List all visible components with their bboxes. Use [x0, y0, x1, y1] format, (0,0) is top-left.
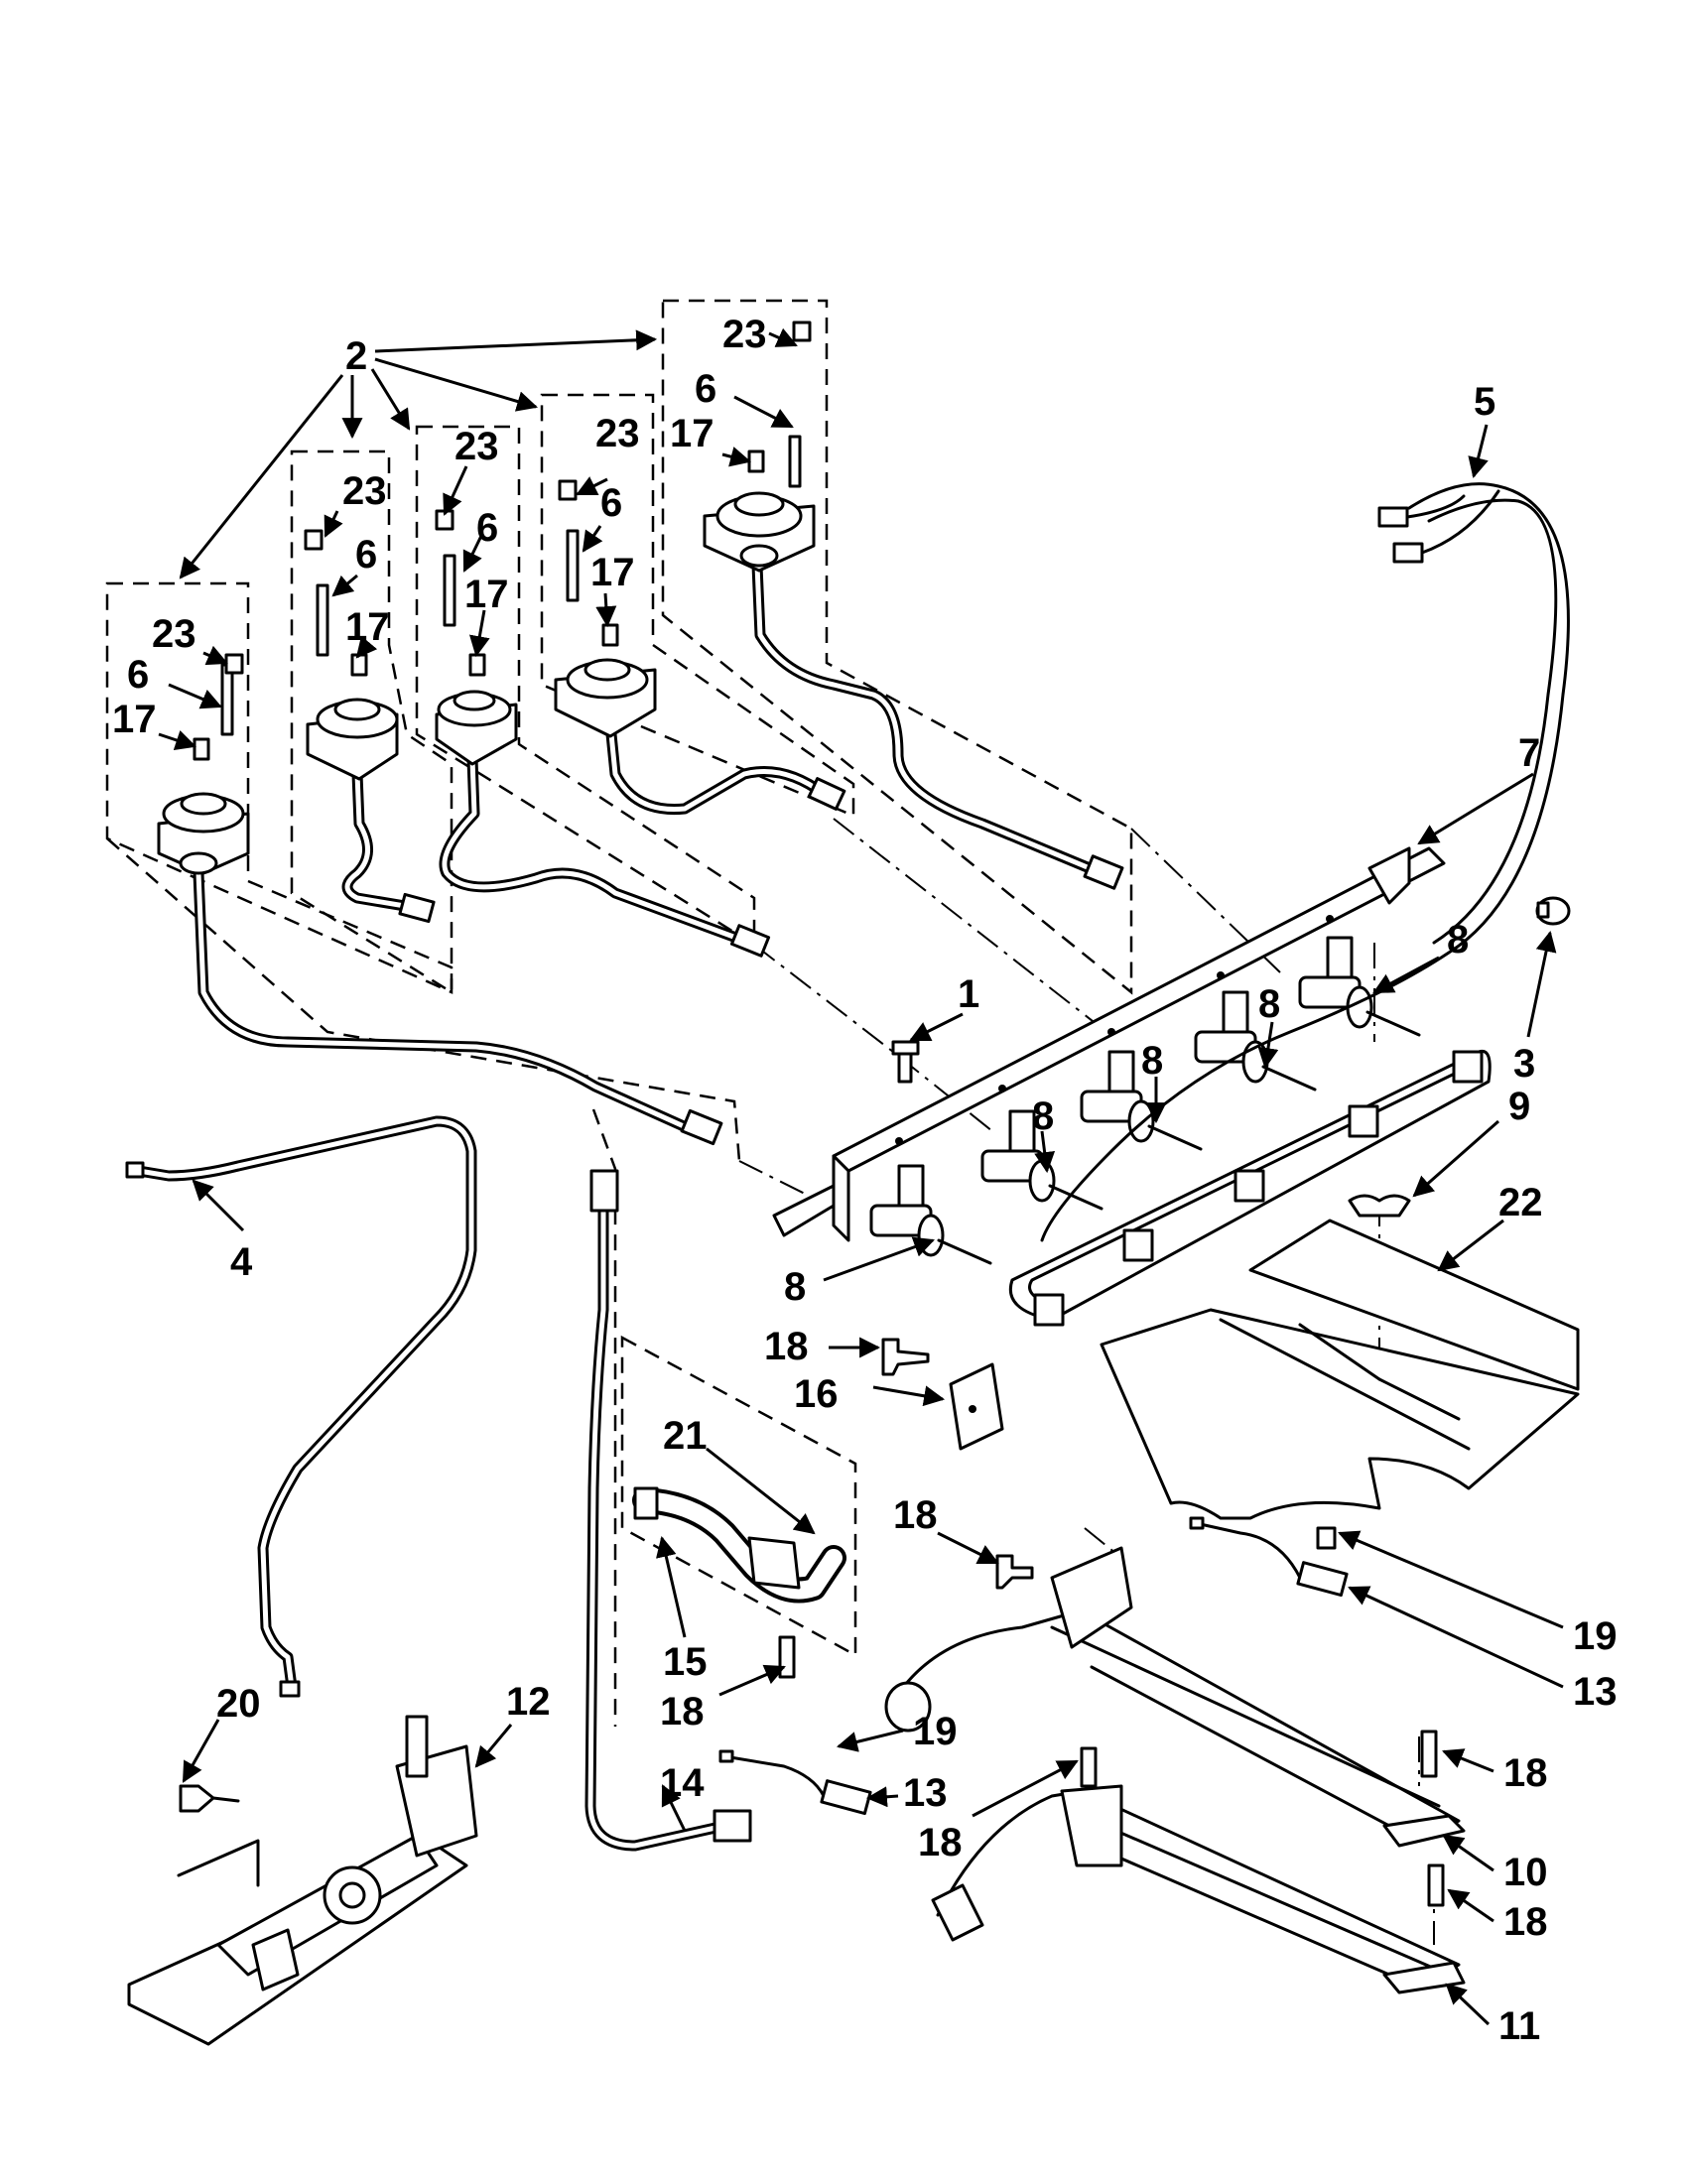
assembly-box-fifth — [661, 299, 1133, 995]
callout-15: 15 — [663, 1640, 708, 1684]
callout-3: 3 — [1513, 1042, 1535, 1086]
callout-6-third: 6 — [476, 506, 498, 550]
burner-gas-tubes — [193, 560, 1107, 1137]
assembly-box-link-left — [106, 837, 741, 1162]
callout-18-right-lower: 18 — [1503, 1900, 1548, 1944]
screw-23-fifth — [792, 321, 812, 342]
callout-17-fourth: 17 — [590, 551, 635, 594]
callout-21: 21 — [663, 1414, 708, 1458]
callout-1: 1 — [958, 972, 979, 1016]
callout-6-left: 6 — [127, 653, 149, 697]
callout-17-third: 17 — [464, 573, 509, 616]
igniter-wire-loop — [1009, 1049, 1492, 1327]
regulator-assembly-12 — [127, 1715, 478, 2046]
callout-23-second: 23 — [342, 469, 387, 513]
callout-17-second: 17 — [345, 605, 390, 649]
callout-13-lower: 13 — [903, 1771, 948, 1815]
callout-2: 2 — [345, 334, 367, 378]
screw-17-second — [350, 653, 368, 677]
callout-18-upper: 18 — [764, 1325, 809, 1368]
callout-12: 12 — [506, 1680, 551, 1724]
burner-base-left — [157, 653, 250, 875]
callout-10: 10 — [1503, 1851, 1548, 1894]
fitting-20 — [179, 1784, 240, 1813]
burner-assembly-boxes — [105, 299, 1133, 1727]
wing-nut-9 — [1348, 1194, 1411, 1218]
electrode-6-fifth — [788, 435, 802, 488]
callout-18-lower-middle: 18 — [918, 1821, 963, 1864]
igniters-13 — [718, 1516, 1349, 1816]
screw-23-fourth — [558, 479, 578, 501]
burner-base-third — [435, 509, 518, 766]
callout-17-left: 17 — [112, 698, 157, 741]
screw-23-left — [224, 653, 244, 675]
tube-fittings — [398, 777, 1124, 1146]
callout-5: 5 — [1474, 380, 1495, 424]
callout-8-a: 8 — [1447, 918, 1469, 962]
burner-base-second — [304, 529, 399, 781]
assembly-box-link-pipe — [591, 1108, 617, 1727]
callout-19-lower: 19 — [913, 1710, 958, 1753]
assembly-box-fourth — [540, 393, 855, 818]
harness-connector-a — [1377, 506, 1409, 528]
callout-8-d: 8 — [1032, 1094, 1054, 1138]
screw-17-fourth — [601, 623, 619, 647]
sensor-tube-4 — [125, 1115, 477, 1698]
bake-burner-10 — [884, 1546, 1466, 1848]
burner-base-fourth — [554, 479, 657, 738]
gas-manifold-7 — [772, 846, 1446, 1242]
callout-8-b: 8 — [1258, 982, 1280, 1026]
bracket-16 — [949, 1362, 1004, 1451]
assembly-box-third — [415, 425, 756, 948]
callout-6-fifth: 6 — [695, 367, 716, 411]
callout-labels: 2 23 6 17 23 6 17 23 6 17 23 6 17 23 6 1… — [112, 313, 1618, 2048]
callout-18-valve-bottom: 18 — [660, 1690, 705, 1734]
callout-23-third: 23 — [454, 425, 499, 468]
electrode-6-third — [443, 554, 456, 627]
wire-harness-5 — [1040, 482, 1570, 1242]
callout-leaders — [158, 327, 1564, 2026]
callout-8-c: 8 — [1141, 1039, 1163, 1083]
callout-9: 9 — [1508, 1085, 1530, 1128]
electrode-6-fourth — [566, 529, 580, 602]
callout-16: 16 — [794, 1372, 839, 1416]
callout-23-fourth: 23 — [595, 412, 640, 455]
knob-3 — [1535, 896, 1571, 926]
heat-shield-22 — [1100, 1219, 1580, 1520]
broil-burner-11 — [931, 1784, 1466, 1994]
callout-11: 11 — [1498, 2004, 1540, 2048]
callout-19-upper: 19 — [1573, 1614, 1618, 1658]
callout-6-second: 6 — [355, 533, 377, 577]
callout-8-e: 8 — [784, 1265, 806, 1309]
callout-6-fourth: 6 — [600, 481, 622, 525]
screw-1 — [891, 1040, 920, 1084]
harness-connector-b — [1392, 542, 1424, 564]
callout-13-upper: 13 — [1573, 1670, 1618, 1714]
callout-7: 7 — [1518, 731, 1540, 775]
screw-17-left — [193, 737, 210, 761]
screw-23-second — [304, 529, 324, 551]
callout-20: 20 — [216, 1682, 261, 1726]
burner-base-fifth — [703, 321, 816, 573]
electrode-6-second — [316, 583, 329, 657]
pipe-elbow-21 — [632, 1486, 846, 1604]
assembly-box-valve-pipe — [620, 1335, 857, 1658]
callout-22: 22 — [1498, 1181, 1543, 1224]
callout-18-valve-right: 18 — [893, 1493, 938, 1537]
electrode-6-left — [220, 663, 234, 736]
callout-23-left: 23 — [152, 612, 196, 656]
callout-17-fifth: 17 — [670, 412, 714, 455]
screw-17-third — [468, 653, 486, 677]
callout-23-fifth: 23 — [722, 313, 767, 356]
screw-17-fifth — [747, 450, 765, 473]
callout-4: 4 — [230, 1240, 253, 1284]
screws-18 — [778, 1338, 1445, 1907]
callout-18-right: 18 — [1503, 1751, 1548, 1795]
assembly-box-second — [290, 450, 454, 995]
main-gas-pipe-14 — [584, 1169, 752, 1852]
callout-14: 14 — [660, 1761, 705, 1805]
